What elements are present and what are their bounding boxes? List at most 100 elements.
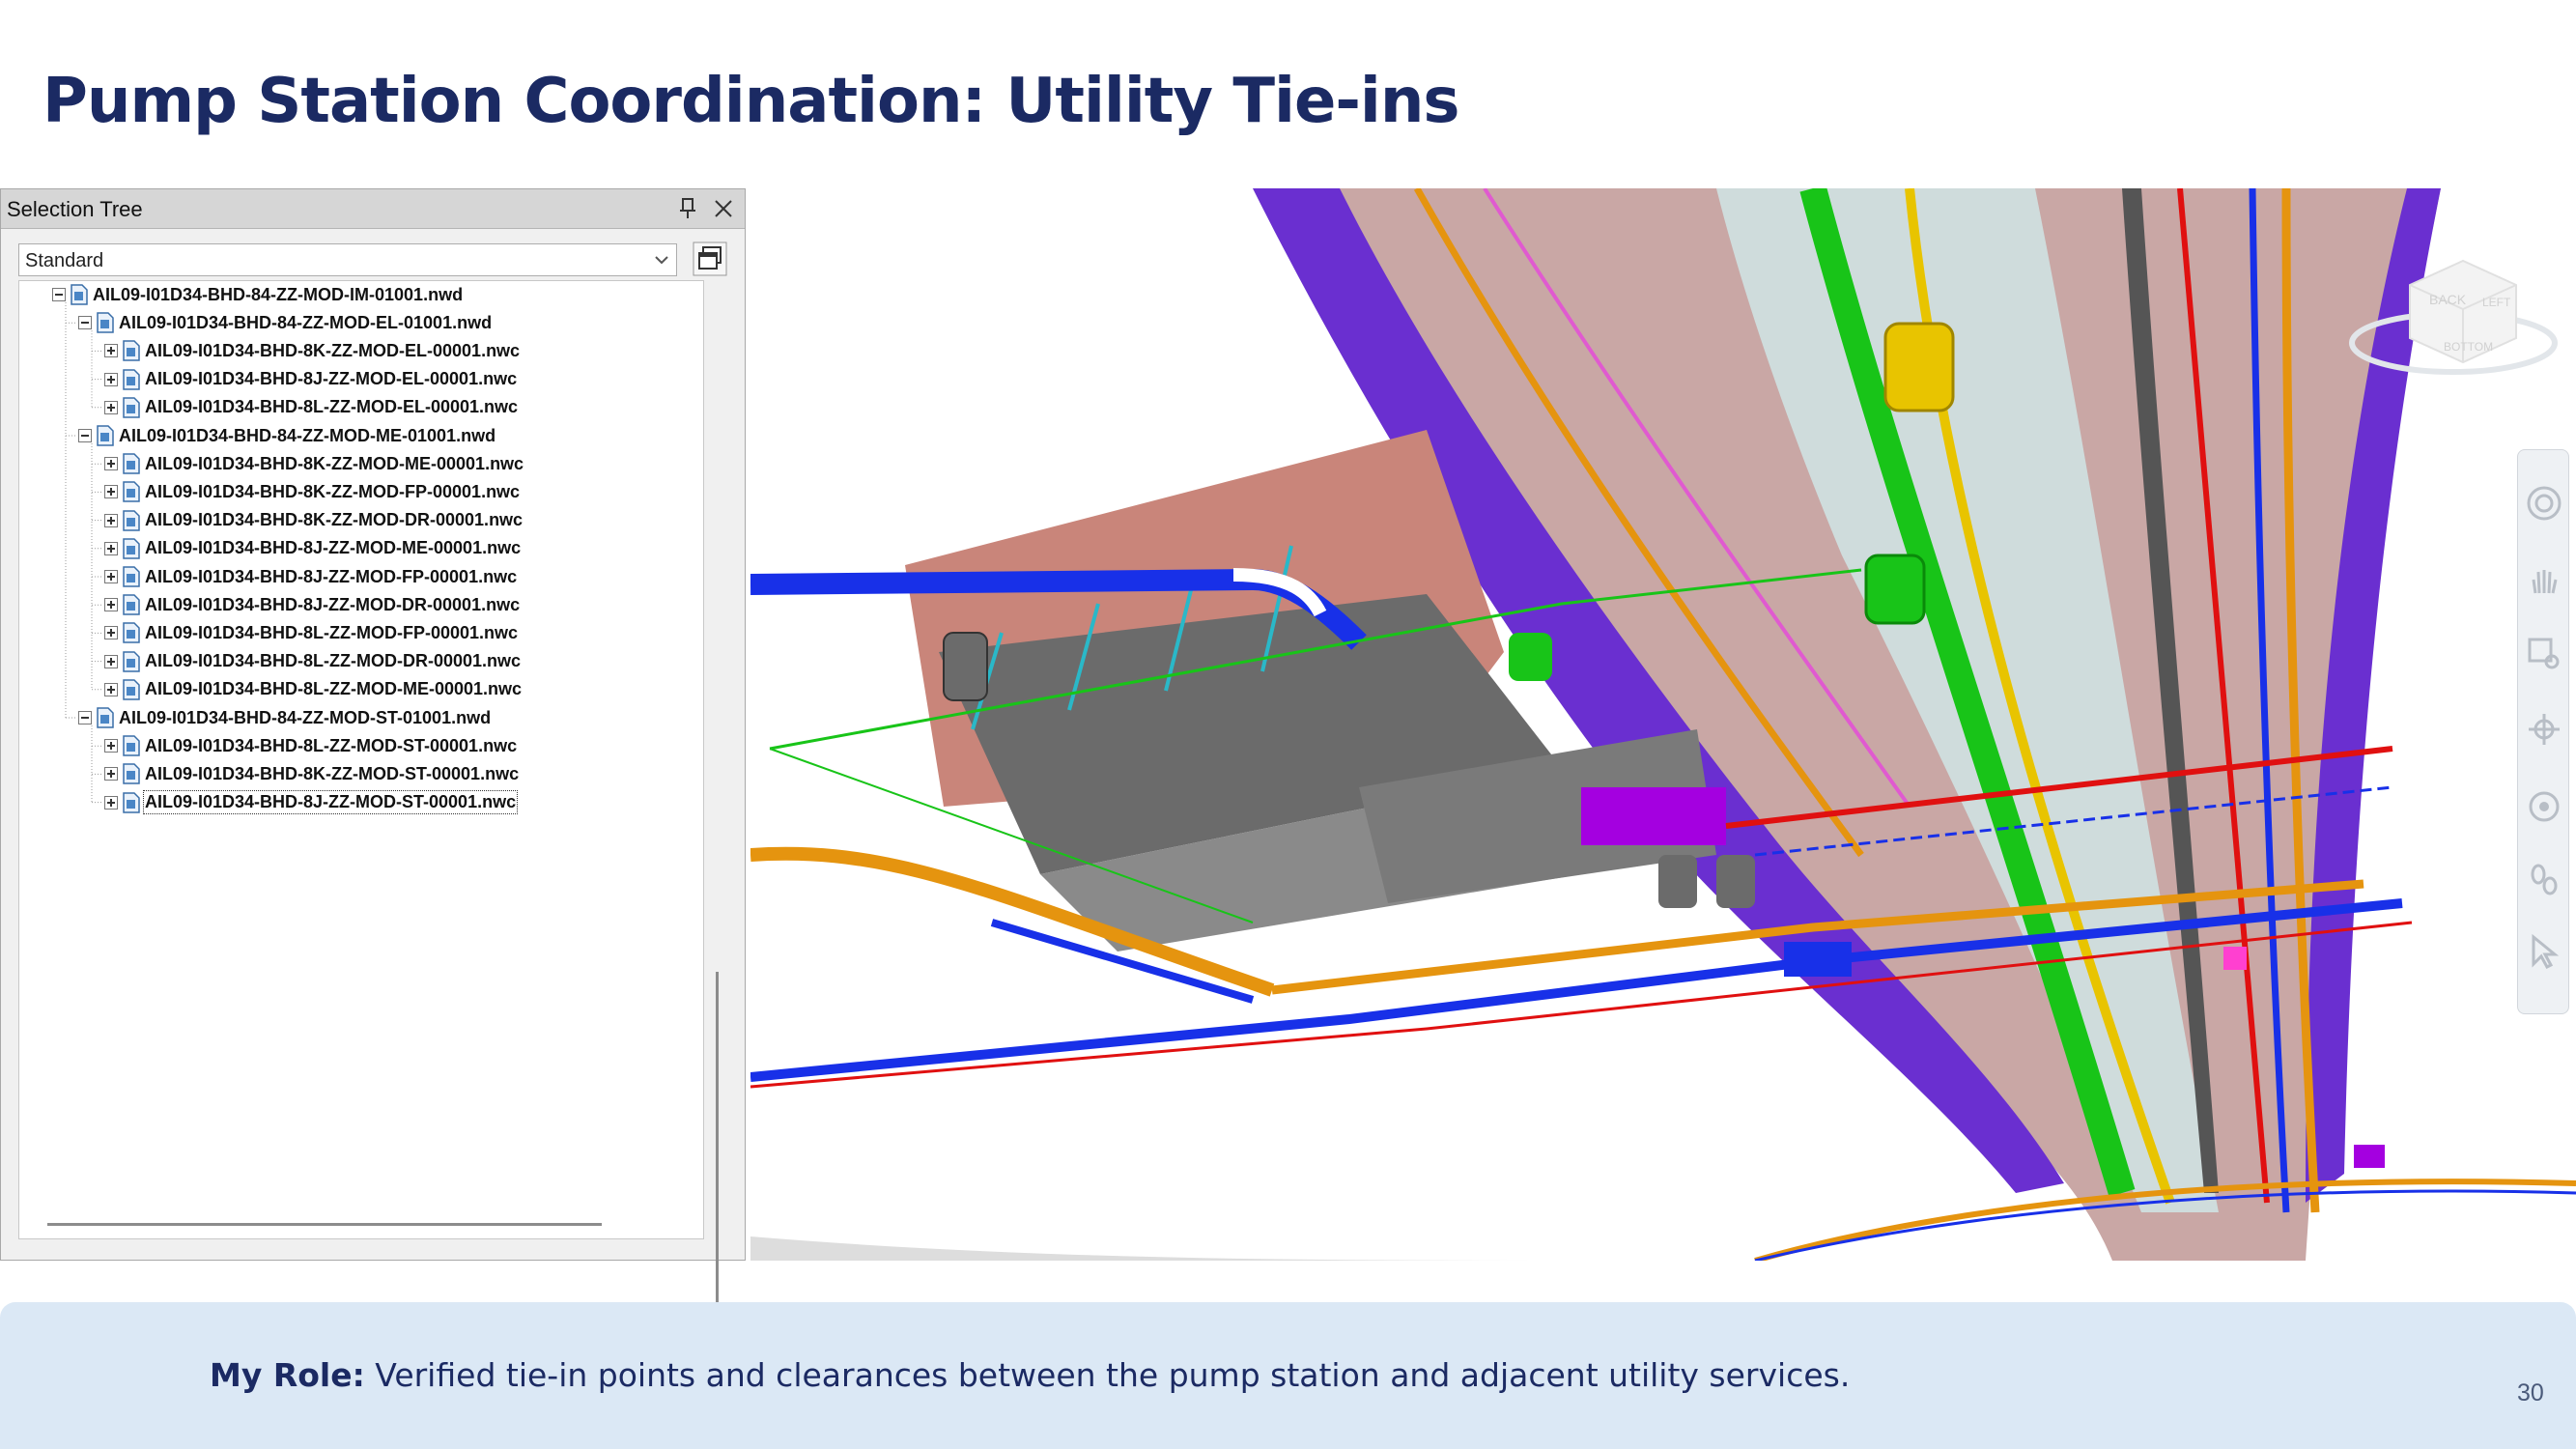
tree-item-label: AIL09-I01D34-BHD-84-ZZ-MOD-ME-01001.nwd: [119, 425, 496, 445]
selection-mode-dropdown[interactable]: Standard: [18, 243, 677, 276]
model-file-icon: [123, 538, 140, 559]
expand-plus-icon[interactable]: [104, 513, 118, 527]
selection-mode-value: Standard: [25, 250, 104, 271]
tree-item[interactable]: AIL09-I01D34-BHD-8L-ZZ-MOD-FP-00001.nwc: [104, 619, 518, 646]
zoom-window-icon[interactable]: [2526, 636, 2562, 672]
tree-item[interactable]: AIL09-I01D34-BHD-8J-ZZ-MOD-EL-00001.nwc: [104, 366, 517, 393]
model-file-icon: [97, 312, 114, 333]
tree-item[interactable]: AIL09-I01D34-BHD-84-ZZ-MOD-EL-01001.nwd: [78, 309, 492, 336]
model-file-icon: [123, 566, 140, 587]
model-file-icon: [123, 397, 140, 418]
expand-plus-icon[interactable]: [104, 457, 118, 471]
model-file-icon: [97, 425, 114, 446]
expand-plus-icon[interactable]: [104, 767, 118, 781]
navigation-bar: [2517, 449, 2569, 1014]
tree-item-label: AIL09-I01D34-BHD-8J-ZZ-MOD-ME-00001.nwc: [145, 538, 522, 558]
model-file-icon: [123, 594, 140, 615]
expand-plus-icon[interactable]: [104, 372, 118, 386]
tree-item[interactable]: AIL09-I01D34-BHD-84-ZZ-MOD-ME-01001.nwd: [78, 422, 495, 449]
select-arrow-icon[interactable]: [2526, 933, 2562, 970]
tree-item[interactable]: AIL09-I01D34-BHD-8J-ZZ-MOD-DR-00001.nwc: [104, 591, 520, 618]
look-icon[interactable]: [2526, 788, 2562, 825]
pin-icon[interactable]: [677, 197, 698, 220]
tree-item-label: AIL09-I01D34-BHD-8K-ZZ-MOD-ME-00001.nwc: [145, 453, 524, 473]
tree-item[interactable]: AIL09-I01D34-BHD-8K-ZZ-MOD-EL-00001.nwc: [104, 337, 520, 364]
tree-item[interactable]: AIL09-I01D34-BHD-8L-ZZ-MOD-EL-00001.nwc: [104, 394, 518, 421]
selection-sets-icon[interactable]: [693, 242, 727, 276]
tree-item[interactable]: AIL09-I01D34-BHD-8K-ZZ-MOD-FP-00001.nwc: [104, 478, 520, 505]
orbit-icon[interactable]: [2526, 711, 2562, 748]
role-statement: My Role: Verified tie-in points and clea…: [210, 1356, 1850, 1394]
collapse-minus-icon[interactable]: [78, 711, 92, 724]
tree-item-label: AIL09-I01D34-BHD-84-ZZ-MOD-ST-01001.nwd: [119, 707, 492, 727]
model-file-icon: [97, 707, 114, 728]
panel-title: Selection Tree: [7, 197, 143, 221]
tree-item[interactable]: AIL09-I01D34-BHD-8L-ZZ-MOD-DR-00001.nwc: [104, 648, 521, 675]
walk-icon[interactable]: [2526, 861, 2562, 897]
page-number: 30: [2517, 1379, 2544, 1406]
expand-plus-icon[interactable]: [104, 485, 118, 499]
tree-item-label: AIL09-I01D34-BHD-8L-ZZ-MOD-DR-00001.nwc: [145, 651, 522, 671]
viewcube-face-bottom[interactable]: BOTTOM: [2444, 340, 2493, 354]
expand-plus-icon[interactable]: [104, 654, 118, 668]
tree-item[interactable]: AIL09-I01D34-BHD-84-ZZ-MOD-IM-01001.nwd: [52, 281, 463, 308]
bim-model-render: [750, 188, 2576, 1261]
viewcube-face-left[interactable]: LEFT: [2482, 296, 2511, 309]
tree-item[interactable]: AIL09-I01D34-BHD-84-ZZ-MOD-ST-01001.nwd: [78, 704, 491, 731]
expand-plus-icon[interactable]: [104, 682, 118, 696]
expand-plus-icon[interactable]: [104, 541, 118, 555]
tree-item-label: AIL09-I01D34-BHD-8L-ZZ-MOD-ME-00001.nwc: [145, 679, 523, 699]
expand-plus-icon[interactable]: [104, 626, 118, 640]
role-label: My Role:: [210, 1356, 365, 1394]
tree-item[interactable]: AIL09-I01D34-BHD-8J-ZZ-MOD-ST-00001.nwc: [104, 789, 519, 816]
pan-hand-icon[interactable]: [2526, 564, 2562, 601]
tree-item-label: AIL09-I01D34-BHD-8J-ZZ-MOD-ST-00001.nwc: [142, 790, 519, 815]
model-file-icon: [71, 284, 88, 305]
model-file-icon: [123, 650, 140, 672]
tree-item-label: AIL09-I01D34-BHD-8L-ZZ-MOD-EL-00001.nwc: [145, 397, 519, 417]
steering-wheel-icon[interactable]: [2526, 485, 2562, 522]
chevron-down-icon: [655, 256, 668, 265]
vertical-scrollbar-thumb[interactable]: [716, 972, 719, 1378]
collapse-minus-icon[interactable]: [78, 429, 92, 442]
horizontal-scrollbar-thumb[interactable]: [47, 1223, 602, 1226]
expand-plus-icon[interactable]: [104, 400, 118, 414]
model-file-icon: [123, 481, 140, 503]
model-file-icon: [123, 735, 140, 756]
slide-title: Pump Station Coordination: Utility Tie-i…: [42, 66, 1459, 137]
expand-plus-icon[interactable]: [104, 795, 118, 810]
collapse-minus-icon[interactable]: [52, 288, 66, 301]
tree-item-label: AIL09-I01D34-BHD-8K-ZZ-MOD-EL-00001.nwc: [145, 340, 521, 360]
model-file-icon: [123, 368, 140, 390]
expand-plus-icon[interactable]: [104, 570, 118, 583]
tree-item[interactable]: AIL09-I01D34-BHD-8L-ZZ-MOD-ST-00001.nwc: [104, 732, 517, 759]
tree-item-label: AIL09-I01D34-BHD-8L-ZZ-MOD-ST-00001.nwc: [145, 735, 518, 755]
tree-item[interactable]: AIL09-I01D34-BHD-8K-ZZ-MOD-DR-00001.nwc: [104, 507, 523, 534]
model-file-icon: [123, 340, 140, 362]
viewcube-face-back[interactable]: BACK: [2429, 292, 2467, 307]
tree-item-label: AIL09-I01D34-BHD-8K-ZZ-MOD-ST-00001.nwc: [145, 763, 520, 783]
tree-item[interactable]: AIL09-I01D34-BHD-8J-ZZ-MOD-FP-00001.nwc: [104, 563, 517, 590]
selection-tree-panel: Selection Tree Standard AIL09-I01D34-BHD…: [0, 188, 746, 1378]
tree-item-label: AIL09-I01D34-BHD-8J-ZZ-MOD-EL-00001.nwc: [145, 369, 518, 389]
collapse-minus-icon[interactable]: [78, 316, 92, 330]
tree-item-label: AIL09-I01D34-BHD-84-ZZ-MOD-IM-01001.nwd: [93, 284, 464, 304]
model-file-icon: [123, 453, 140, 474]
tree-item[interactable]: AIL09-I01D34-BHD-8K-ZZ-MOD-ST-00001.nwc: [104, 760, 519, 787]
close-icon[interactable]: [712, 197, 735, 220]
tree-connector-lines: [65, 302, 103, 804]
tree-item[interactable]: AIL09-I01D34-BHD-8J-ZZ-MOD-ME-00001.nwc: [104, 535, 521, 562]
tree-item-label: AIL09-I01D34-BHD-8J-ZZ-MOD-DR-00001.nwc: [145, 594, 521, 614]
role-banner: My Role: Verified tie-in points and clea…: [0, 1302, 2576, 1449]
model-viewport[interactable]: [750, 188, 2576, 1261]
expand-plus-icon[interactable]: [104, 598, 118, 612]
viewcube-navigation[interactable]: BACK LEFT BOTTOM: [2347, 246, 2560, 401]
model-file-icon: [123, 763, 140, 785]
panel-header: Selection Tree: [1, 189, 745, 229]
expand-plus-icon[interactable]: [104, 739, 118, 753]
tree-item[interactable]: AIL09-I01D34-BHD-8K-ZZ-MOD-ME-00001.nwc: [104, 450, 524, 477]
model-file-icon: [123, 679, 140, 700]
expand-plus-icon[interactable]: [104, 344, 118, 358]
tree-item[interactable]: AIL09-I01D34-BHD-8L-ZZ-MOD-ME-00001.nwc: [104, 676, 522, 703]
